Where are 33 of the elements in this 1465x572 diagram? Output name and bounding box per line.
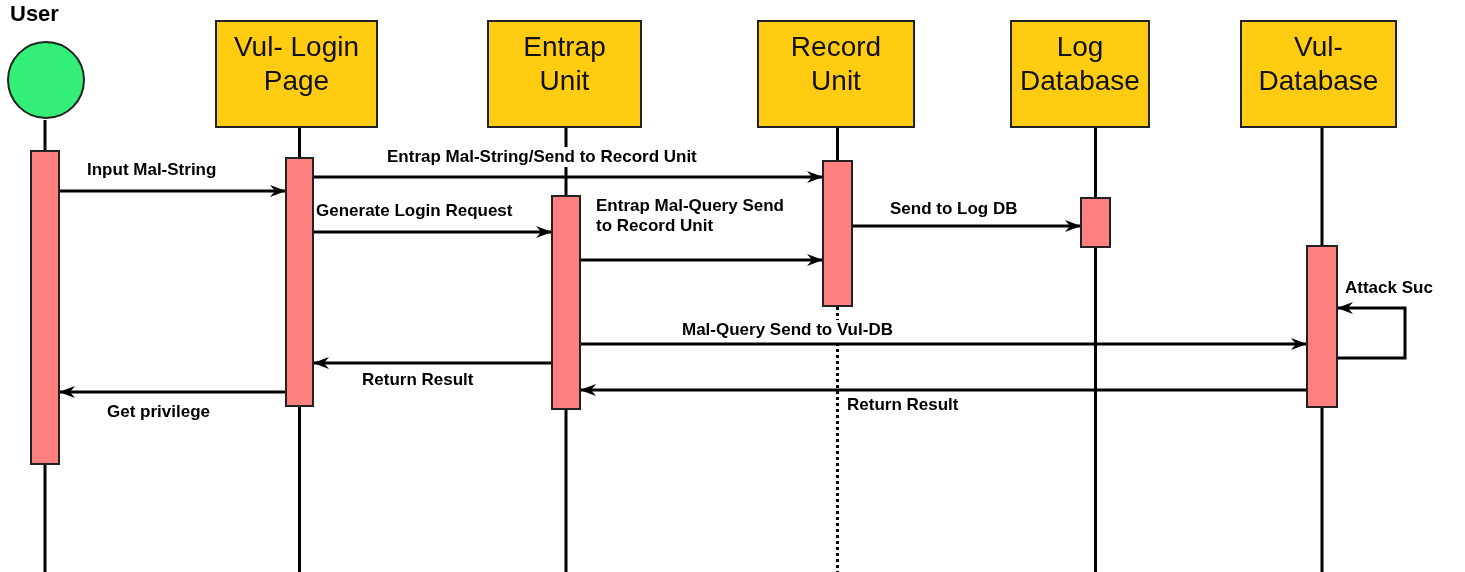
self-message-arrow	[1337, 302, 1407, 360]
participant-box: Vul- Login Page	[215, 20, 378, 128]
message-arrow	[580, 384, 1306, 396]
message-label: Generate Login Request	[314, 201, 515, 221]
message-label: Entrap Mal-String/Send to Record Unit	[385, 147, 699, 167]
activation-bar	[551, 195, 581, 410]
lifeline	[1094, 128, 1097, 197]
lifeline	[836, 128, 839, 160]
message-label: Get privilege	[105, 402, 212, 422]
activation-bar	[285, 157, 314, 407]
activation-bar	[1080, 197, 1111, 248]
participant-box: Record Unit	[757, 20, 915, 128]
activation-bar	[1306, 245, 1338, 408]
actor-name: User	[10, 2, 59, 26]
message-arrow	[581, 338, 1307, 350]
lifeline	[298, 128, 301, 157]
activation-bar	[30, 150, 60, 465]
lifeline	[43, 120, 47, 150]
message-arrow	[313, 357, 551, 369]
message-label: Mal-Query Send to Vul-DB	[680, 320, 895, 340]
lifeline	[1320, 128, 1324, 245]
message-arrow	[60, 185, 286, 197]
participant-box: Entrap Unit	[487, 20, 642, 128]
activation-bar	[822, 160, 853, 307]
message-arrow	[314, 171, 823, 183]
message-arrow	[581, 254, 823, 266]
message-arrow	[59, 386, 285, 398]
participant-box: Vul- Database	[1240, 20, 1397, 128]
message-arrow	[314, 226, 552, 238]
message-label: Send to Log DB	[888, 199, 1020, 219]
message-label: Input Mal-String	[85, 160, 219, 180]
message-arrow	[853, 220, 1081, 232]
participant-box: Log Database	[1010, 20, 1150, 128]
